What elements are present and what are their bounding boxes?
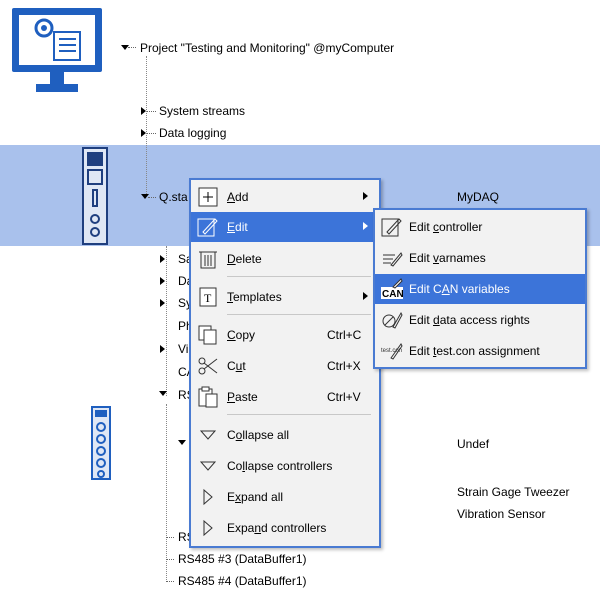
tree-item-rs485-3[interactable]: RS485 #3 (DataBuffer1) <box>178 552 307 566</box>
submenu-item-edit-data-access-rights[interactable]: Edit data access rights <box>375 305 585 335</box>
menu-item-copy[interactable]: Copy Ctrl+C <box>191 320 379 350</box>
shortcut-cut: Ctrl+X <box>327 359 361 373</box>
submenu-item-edit-controller[interactable]: Edit controller <box>375 212 585 242</box>
tree-connector <box>166 404 167 580</box>
menu-item-label: Edit <box>227 220 248 234</box>
svg-text:CAN: CAN <box>382 289 403 300</box>
edit-list-icon <box>383 252 403 267</box>
expand-arrow-icon[interactable] <box>160 277 165 285</box>
menu-item-expand-controllers[interactable]: Expand controllers <box>191 513 379 543</box>
menu-item-label: Edit controller <box>409 220 483 234</box>
tree-connector <box>147 111 156 112</box>
project-collapse-arrow-icon[interactable] <box>121 45 129 50</box>
menu-item-label: Expand all <box>227 490 284 504</box>
tree-item-rs485-4[interactable]: RS485 #4 (DataBuffer1) <box>178 574 307 588</box>
qstation-device-icon <box>82 147 108 245</box>
expand-arrow-icon[interactable] <box>141 129 146 137</box>
menu-item-label: Paste <box>227 390 258 404</box>
menu-item-label: Expand controllers <box>227 521 327 535</box>
tree-item-child[interactable]: Vi <box>178 342 189 356</box>
submenu-item-edit-varnames[interactable]: Edit varnames <box>375 243 585 273</box>
submenu-arrow-icon <box>363 292 368 300</box>
expand-icon <box>203 519 213 537</box>
edit-submenu: Edit controller Edit varnames CAN Edit C… <box>373 208 587 369</box>
menu-item-label: Add <box>227 190 249 204</box>
menu-separator <box>227 276 371 277</box>
menu-item-label: Delete <box>227 252 262 266</box>
collapse-arrow-icon[interactable] <box>178 440 186 445</box>
collapse-arrow-icon[interactable] <box>159 391 167 396</box>
tree-item-system-streams[interactable]: System streams <box>159 104 246 118</box>
tree-connector <box>147 133 156 134</box>
menu-item-edit[interactable]: Edit <box>191 212 379 242</box>
menu-item-label: Cut <box>227 359 246 373</box>
scissors-icon <box>198 357 218 375</box>
collapse-icon <box>199 461 217 471</box>
shortcut-paste: Ctrl+V <box>327 390 361 404</box>
undef-value: Undef <box>457 437 490 451</box>
copy-icon <box>198 325 217 345</box>
pencil-icon <box>381 218 402 237</box>
menu-item-templates[interactable]: T Templates <box>191 282 379 312</box>
menu-separator <box>227 314 371 315</box>
collapse-arrow-icon[interactable] <box>141 194 149 199</box>
tree-connector <box>146 56 147 196</box>
template-icon: T <box>199 287 217 307</box>
submenu-item-edit-testcon-assignment[interactable]: test.con Edit test.con assignment <box>375 336 585 366</box>
expand-arrow-icon[interactable] <box>160 255 165 263</box>
submenu-arrow-icon <box>363 222 368 230</box>
menu-item-label: Edit test.con assignment <box>409 344 540 358</box>
menu-item-expand-all[interactable]: Expand all <box>191 482 379 512</box>
menu-item-label: Collapse controllers <box>227 459 333 473</box>
access-rights-icon <box>382 311 403 329</box>
menu-item-label: Edit CAN variables <box>409 282 510 296</box>
tree-connector <box>166 581 174 582</box>
menu-item-paste[interactable]: Paste Ctrl+V <box>191 382 379 412</box>
tree-connector <box>166 537 174 538</box>
qstation-value: MyDAQ <box>457 190 499 204</box>
project-label[interactable]: Project "Testing and Monitoring" @myComp… <box>140 41 395 55</box>
project-monitor-icon <box>12 8 102 92</box>
trash-icon <box>199 251 217 269</box>
menu-item-cut[interactable]: Cut Ctrl+X <box>191 351 379 381</box>
tree-connector <box>166 559 174 560</box>
collapse-icon <box>199 430 217 440</box>
submenu-item-edit-can-variables[interactable]: CAN Edit CAN variables <box>375 274 585 304</box>
svg-text:test.con: test.con <box>381 348 402 354</box>
tree-item-data-logging[interactable]: Data logging <box>159 126 227 140</box>
shortcut-copy: Ctrl+C <box>327 328 362 342</box>
context-menu: Add Edit Delete T Templates Copy Ctrl+C … <box>189 178 381 548</box>
expand-arrow-icon[interactable] <box>160 345 165 353</box>
menu-item-add[interactable]: Add <box>191 182 379 212</box>
module-device-icon <box>91 406 111 480</box>
tree-connector <box>148 197 156 198</box>
menu-item-label: Collapse all <box>227 428 290 442</box>
paste-icon <box>198 386 218 408</box>
can-icon: CAN <box>381 278 403 300</box>
tree-connector <box>166 246 167 396</box>
tree-item-qstation[interactable]: Q.sta <box>159 190 188 204</box>
expand-arrow-icon[interactable] <box>141 107 146 115</box>
menu-item-collapse-controllers[interactable]: Collapse controllers <box>191 451 379 481</box>
menu-item-label: Templates <box>227 290 282 304</box>
menu-item-delete[interactable]: Delete <box>191 244 379 274</box>
pencil-icon <box>197 218 218 237</box>
menu-item-collapse-all[interactable]: Collapse all <box>191 420 379 450</box>
menu-item-label: Copy <box>227 328 256 342</box>
vibration-value: Vibration Sensor <box>457 507 546 521</box>
svg-text:T: T <box>204 291 212 305</box>
expand-icon <box>203 488 213 506</box>
plus-icon <box>198 187 218 207</box>
submenu-arrow-icon <box>363 192 368 200</box>
tree-connector <box>128 47 136 48</box>
tree-item-child[interactable]: Sy <box>178 296 193 310</box>
menu-separator <box>227 414 371 415</box>
strain-value: Strain Gage Tweezer <box>457 485 570 499</box>
expand-arrow-icon[interactable] <box>160 299 165 307</box>
menu-item-label: Edit varnames <box>409 251 486 265</box>
testcon-icon: test.con <box>381 343 403 360</box>
menu-item-label: Edit data access rights <box>409 313 530 327</box>
